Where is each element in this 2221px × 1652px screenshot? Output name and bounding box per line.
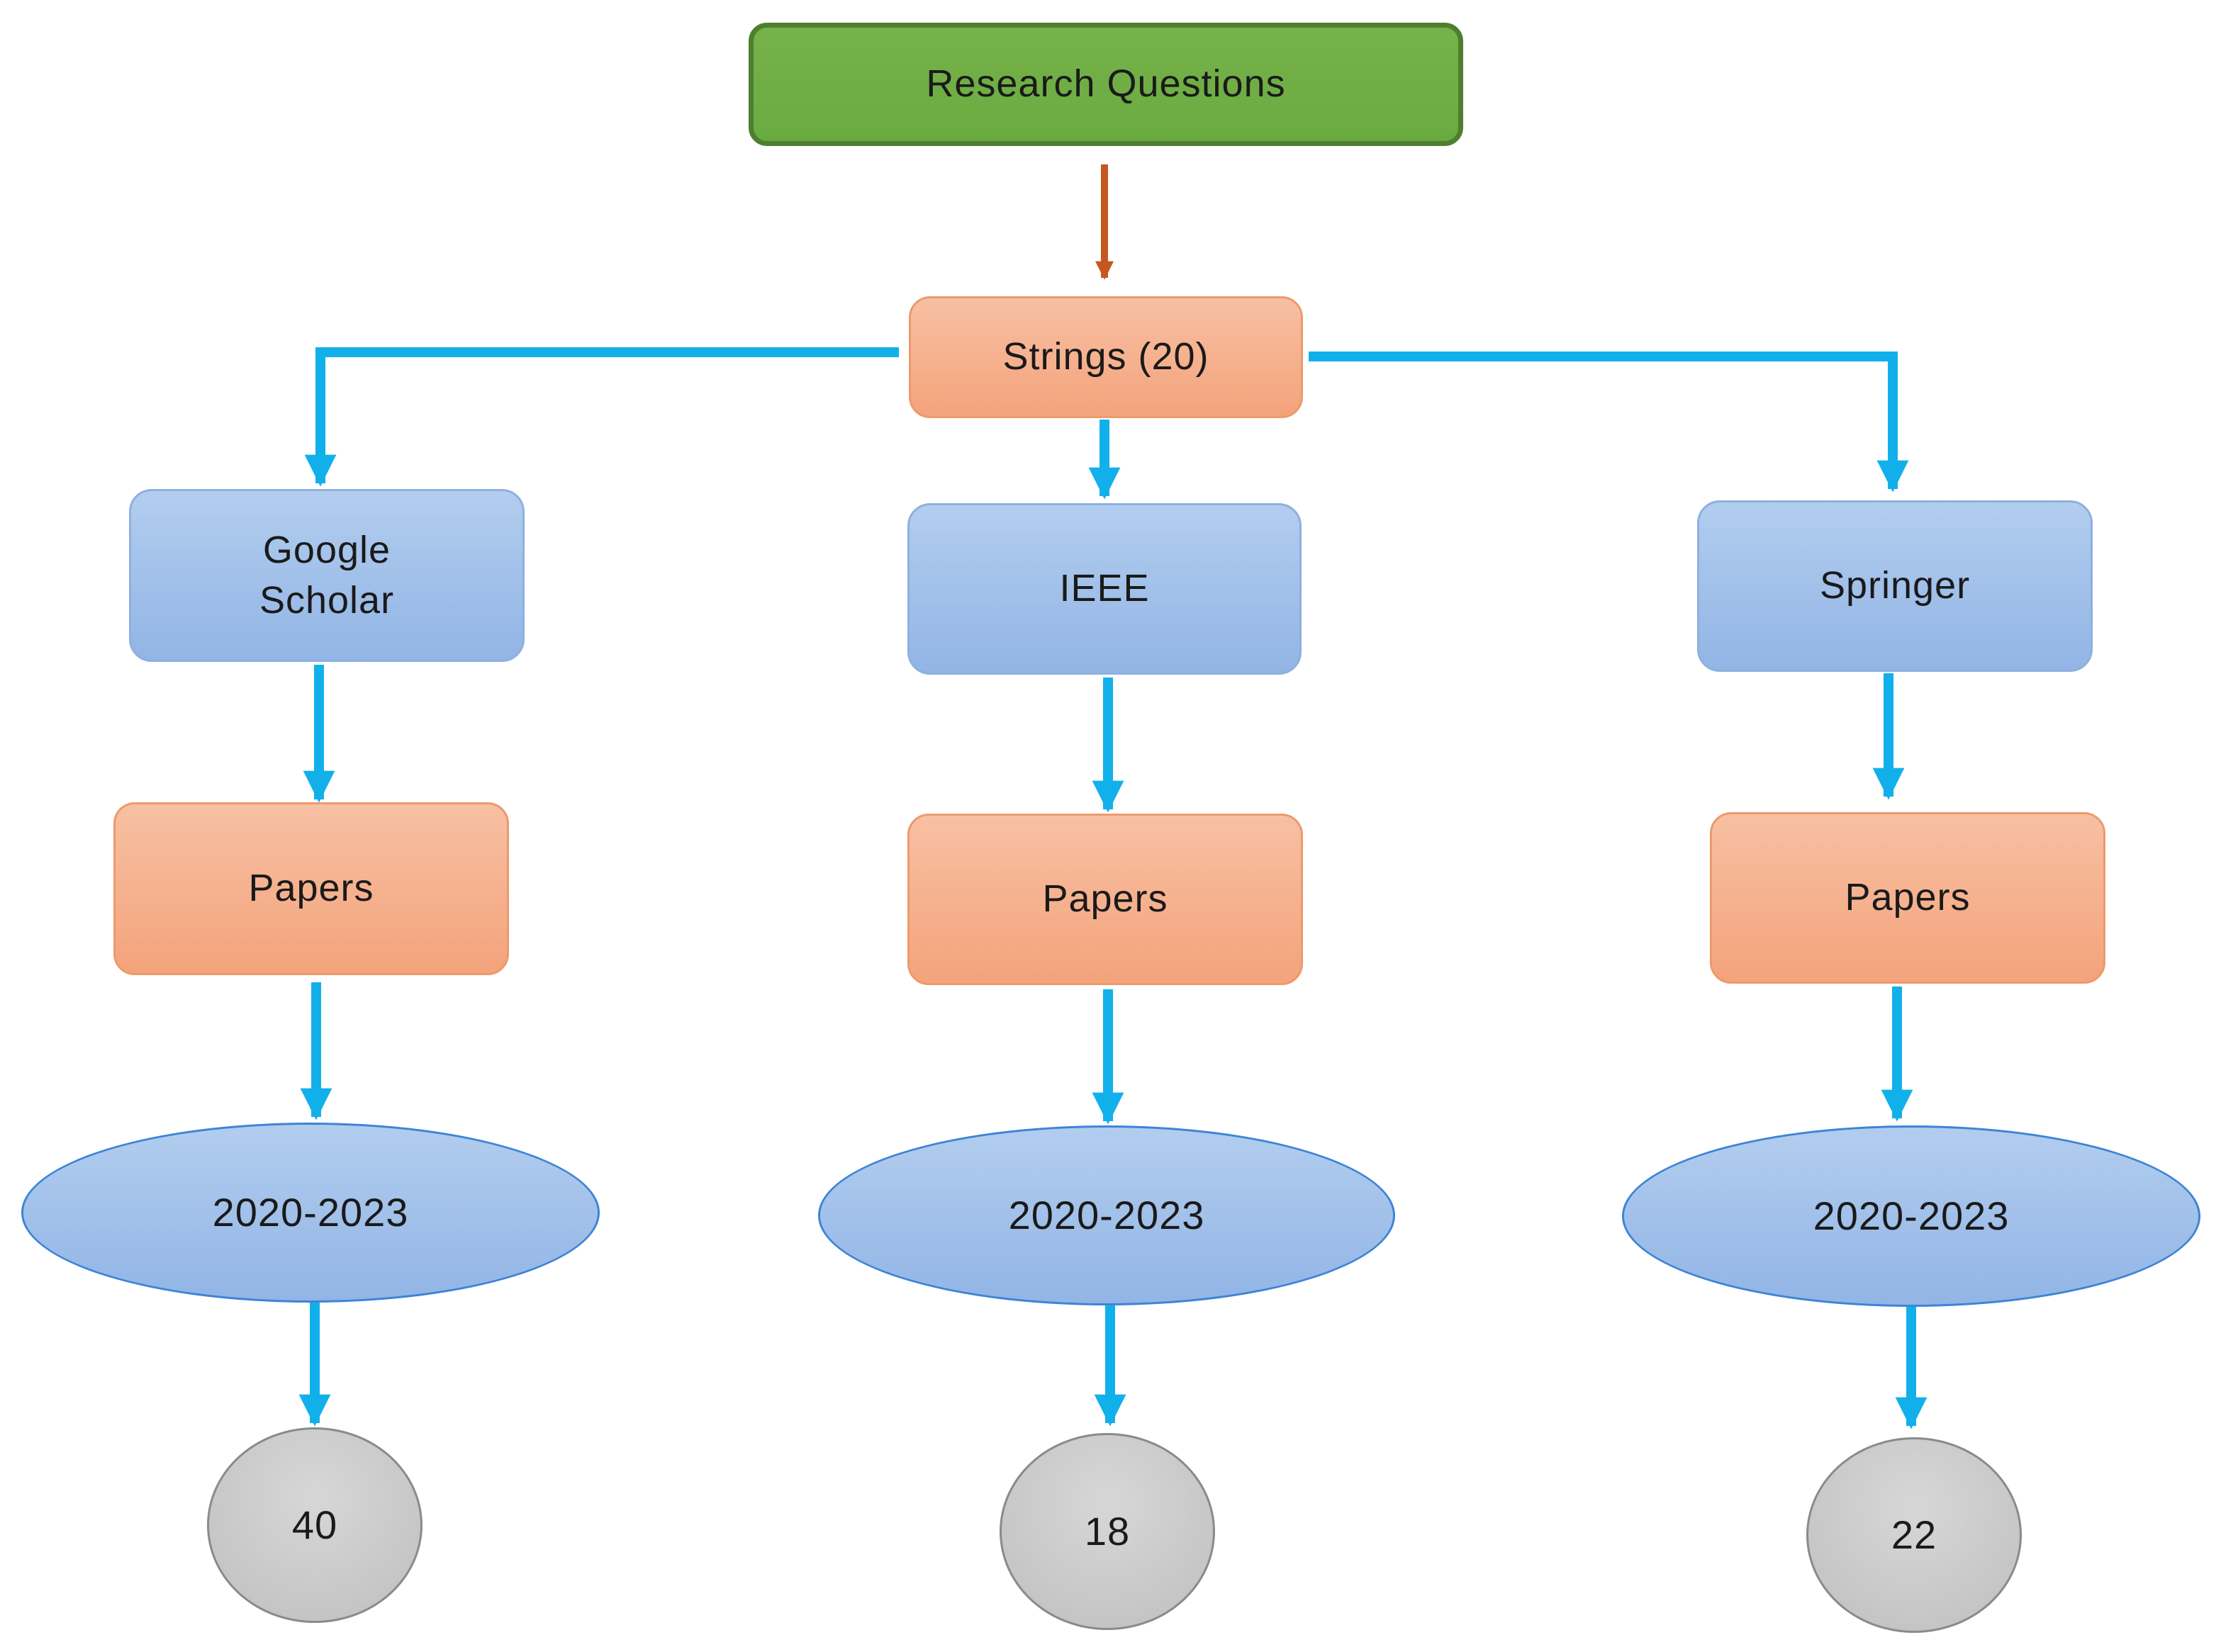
papers-box-ieee: Papers xyxy=(907,814,1303,985)
years-ellipse-ieee: 2020-2023 xyxy=(818,1125,1395,1305)
research-questions-label: Research Questions xyxy=(926,62,1286,106)
source-label-line: Google xyxy=(262,528,391,571)
count-label: 22 xyxy=(1891,1512,1937,1558)
papers-label: Papers xyxy=(1845,876,1971,919)
strings-label: Strings (20) xyxy=(1002,335,1209,378)
source-label-ieee: IEEE xyxy=(1059,567,1150,610)
count-circle-ieee: 18 xyxy=(1000,1433,1215,1630)
papers-box-google-scholar: Papers xyxy=(113,802,509,975)
years-ellipse-springer: 2020-2023 xyxy=(1622,1125,2200,1307)
arrow-strings-to-springer xyxy=(1309,352,1909,493)
source-box-google-scholar: Google Scholar xyxy=(129,489,525,662)
years-label: 2020-2023 xyxy=(1813,1193,2010,1239)
count-label: 40 xyxy=(291,1502,338,1548)
source-box-springer: Springer xyxy=(1697,500,2093,672)
papers-box-springer: Papers xyxy=(1710,812,2105,984)
arrow-strings-to-google-scholar xyxy=(304,347,899,487)
count-label: 18 xyxy=(1084,1509,1131,1554)
count-circle-springer: 22 xyxy=(1806,1437,2022,1633)
source-box-ieee: IEEE xyxy=(907,503,1302,675)
source-label-springer: Springer xyxy=(1819,564,1971,607)
strings-box: Strings (20) xyxy=(909,296,1303,418)
papers-label: Papers xyxy=(1042,877,1168,921)
years-label: 2020-2023 xyxy=(1008,1193,1205,1238)
source-label-line: Scholar xyxy=(259,579,395,622)
years-label: 2020-2023 xyxy=(212,1190,409,1235)
research-questions-box: Research Questions xyxy=(749,23,1463,146)
source-label-google-scholar: Google Scholar xyxy=(259,525,394,626)
papers-label: Papers xyxy=(248,867,374,910)
count-circle-google-scholar: 40 xyxy=(207,1427,423,1623)
years-ellipse-google-scholar: 2020-2023 xyxy=(21,1123,600,1303)
